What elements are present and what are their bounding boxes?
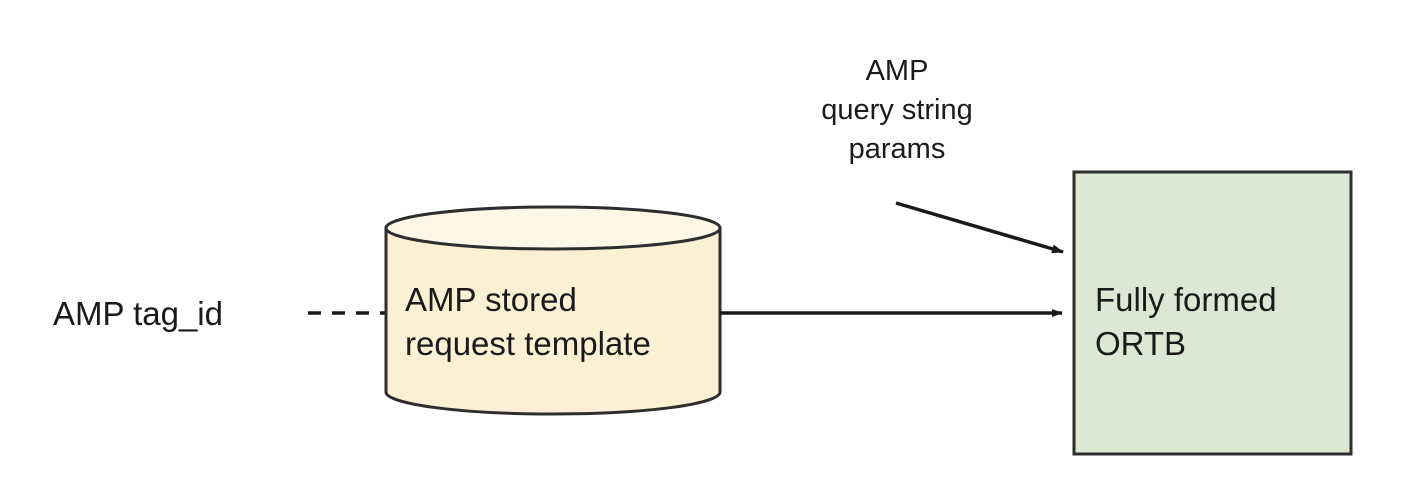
edge-params-to-ortb [895,201,1064,254]
cylinder-body [384,226,722,416]
label-amp-tag-id: AMP tag_id [53,295,223,332]
label-stored-request: AMP stored request template [405,281,651,362]
cylinder-top [384,205,722,251]
ortb-box [1072,170,1353,456]
label-query-string-params: AMP query string params [821,55,973,165]
label-fully-formed-ortb: Fully formed ORTB [1095,281,1277,362]
